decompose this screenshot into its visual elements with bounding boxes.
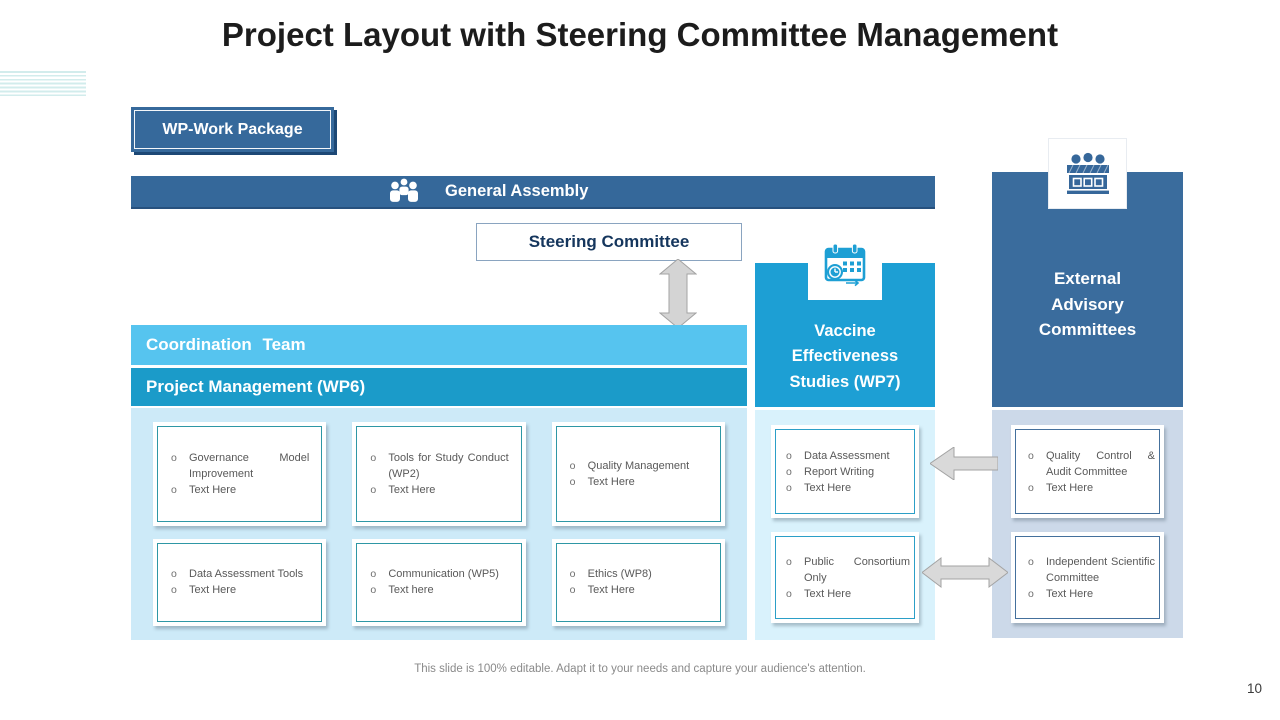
bullet-text: Text Here (804, 481, 852, 494)
card-content: Ethics (WP8) Text Here (555, 542, 721, 622)
bullet-item: Data Assessment (786, 448, 910, 464)
general-assembly-label: General Assembly (445, 182, 589, 200)
bullet-item: Data Assessment Tools (171, 566, 309, 582)
bullet-item: Text Here (171, 582, 309, 598)
bullet-item: Text Here (570, 582, 708, 598)
committee-panel-icon (1066, 152, 1109, 194)
horizontal-double-arrow (922, 556, 1008, 589)
bullet-text: Text Here (189, 483, 237, 496)
project-management-label: Project Management (WP6) (146, 377, 366, 396)
bullet-text: Quality Control & Audit Committee (1046, 449, 1155, 478)
bullet-text: Quality Management (587, 459, 690, 472)
vaccine-card: Data Assessment Report Writing Text Here (771, 425, 919, 518)
bullet-text: Data Assessment Tools (189, 568, 304, 581)
bullet-text: Tools for Study Conduct (WP2) (388, 451, 509, 480)
calendar-icon (824, 243, 866, 286)
card-content: Public Consortium Only Text Here (775, 536, 915, 619)
bullet-item: Text Here (1028, 586, 1155, 602)
coordination-team-label: Coordination Team (146, 335, 306, 354)
wp-work-package-legend: WP-Work Package (131, 107, 334, 152)
bullet-text: Text Here (587, 475, 635, 488)
vertical-double-arrow (659, 259, 697, 328)
bullet-text: Ethics (WP8) (587, 568, 652, 581)
bullet-item: Quality Control & Audit Committee (1028, 448, 1155, 480)
vaccine-studies-box: Vaccine Effectiveness Studies (WP7) (755, 263, 935, 407)
bullet-item: Report Writing (786, 464, 910, 480)
bullet-text: Communication (WP5) (388, 568, 499, 581)
card-content: Tools for Study Conduct (WP2) Text Here (356, 426, 522, 522)
project-management-bar: Project Management (WP6) (131, 368, 747, 406)
card-content: Communication (WP5) Text here (356, 542, 522, 622)
work-package-card: Data Assessment Tools Text Here (153, 538, 327, 626)
card-content: Governance Model Improvement Text Here (157, 426, 323, 522)
work-package-card: Governance Model Improvement Text Here (153, 422, 327, 526)
bullet-item: Text Here (570, 474, 708, 490)
bullet-text: Text Here (189, 584, 237, 597)
bullet-item: Text Here (786, 586, 910, 602)
general-assembly-bar: General Assembly (131, 176, 935, 209)
bullet-item: Communication (WP5) (370, 566, 508, 582)
bullet-item: Governance Model Improvement (171, 450, 309, 482)
bullet-item: Text Here (1028, 480, 1155, 496)
bullet-text: Text here (388, 584, 434, 597)
bullet-text: Public Consortium Only (804, 555, 910, 584)
work-package-card: Communication (WP5) Text here (352, 538, 526, 626)
bullet-item: Ethics (WP8) (570, 566, 708, 582)
bullet-item: Text Here (370, 482, 508, 498)
bullet-text: Report Writing (804, 465, 875, 478)
bullet-text: Text Here (388, 483, 436, 496)
bullet-text: Text Here (1046, 587, 1094, 600)
bullet-text: Data Assessment (804, 449, 890, 462)
page-number: 10 (1246, 681, 1262, 696)
bullet-item: Independent Scientific Committee (1028, 554, 1155, 586)
coordination-team-bar: Coordination Team (131, 325, 747, 365)
external-card: Independent Scientific Committee Text He… (1011, 532, 1164, 623)
wp6-container: Governance Model Improvement Text Here T… (131, 408, 747, 640)
bullet-text: Independent Scientific Committee (1046, 555, 1155, 584)
external-card: Quality Control & Audit Committee Text H… (1011, 425, 1164, 518)
steering-committee-box: Steering Committee (476, 223, 742, 261)
bullet-text: Text Here (1046, 481, 1094, 494)
bullet-item: Text Here (171, 482, 309, 498)
vaccine-studies-container: Data Assessment Report Writing Text Here… (755, 410, 935, 640)
card-content: Quality Control & Audit Committee Text H… (1015, 429, 1160, 514)
card-content: Quality Management Text Here (555, 426, 721, 522)
card-content: Data Assessment Report Writing Text Here (775, 429, 915, 514)
card-content: Independent Scientific Committee Text He… (1015, 536, 1160, 619)
committee-panel-icon-tile (1049, 139, 1126, 208)
decorative-stripes (0, 71, 86, 98)
external-advisory-box: External Advisory Committees (992, 172, 1183, 407)
vaccine-card: Public Consortium Only Text Here (771, 532, 919, 623)
bullet-item: Quality Management (570, 458, 708, 474)
external-advisory-container: Quality Control & Audit Committee Text H… (992, 410, 1183, 638)
calendar-icon-tile (808, 229, 882, 300)
bullet-item: Public Consortium Only (786, 554, 910, 586)
external-advisory-label: External Advisory Committees (1038, 269, 1137, 340)
work-package-card: Ethics (WP8) Text Here (551, 538, 725, 626)
bullet-item: Tools for Study Conduct (WP2) (370, 450, 508, 482)
card-content: Data Assessment Tools Text Here (157, 542, 323, 622)
work-package-card: Tools for Study Conduct (WP2) Text Here (352, 422, 526, 526)
bullet-item: Text here (370, 582, 508, 598)
bullet-text: Text Here (804, 587, 852, 600)
left-block-arrow (930, 447, 998, 480)
vaccine-studies-label: Vaccine Effectiveness Studies (WP7) (789, 321, 901, 391)
work-package-card: Quality Management Text Here (551, 422, 725, 526)
page-title: Project Layout with Steering Committee M… (221, 16, 1059, 53)
bullet-text: Governance Model Improvement (189, 451, 310, 480)
people-group-icon (390, 178, 418, 202)
bullet-item: Text Here (786, 480, 910, 496)
steering-committee-label: Steering Committee (528, 232, 690, 251)
bullet-text: Text Here (587, 584, 635, 597)
footer-note: This slide is 100% editable. Adapt it to… (414, 663, 866, 675)
wp-work-package-label: WP-Work Package (162, 120, 303, 138)
